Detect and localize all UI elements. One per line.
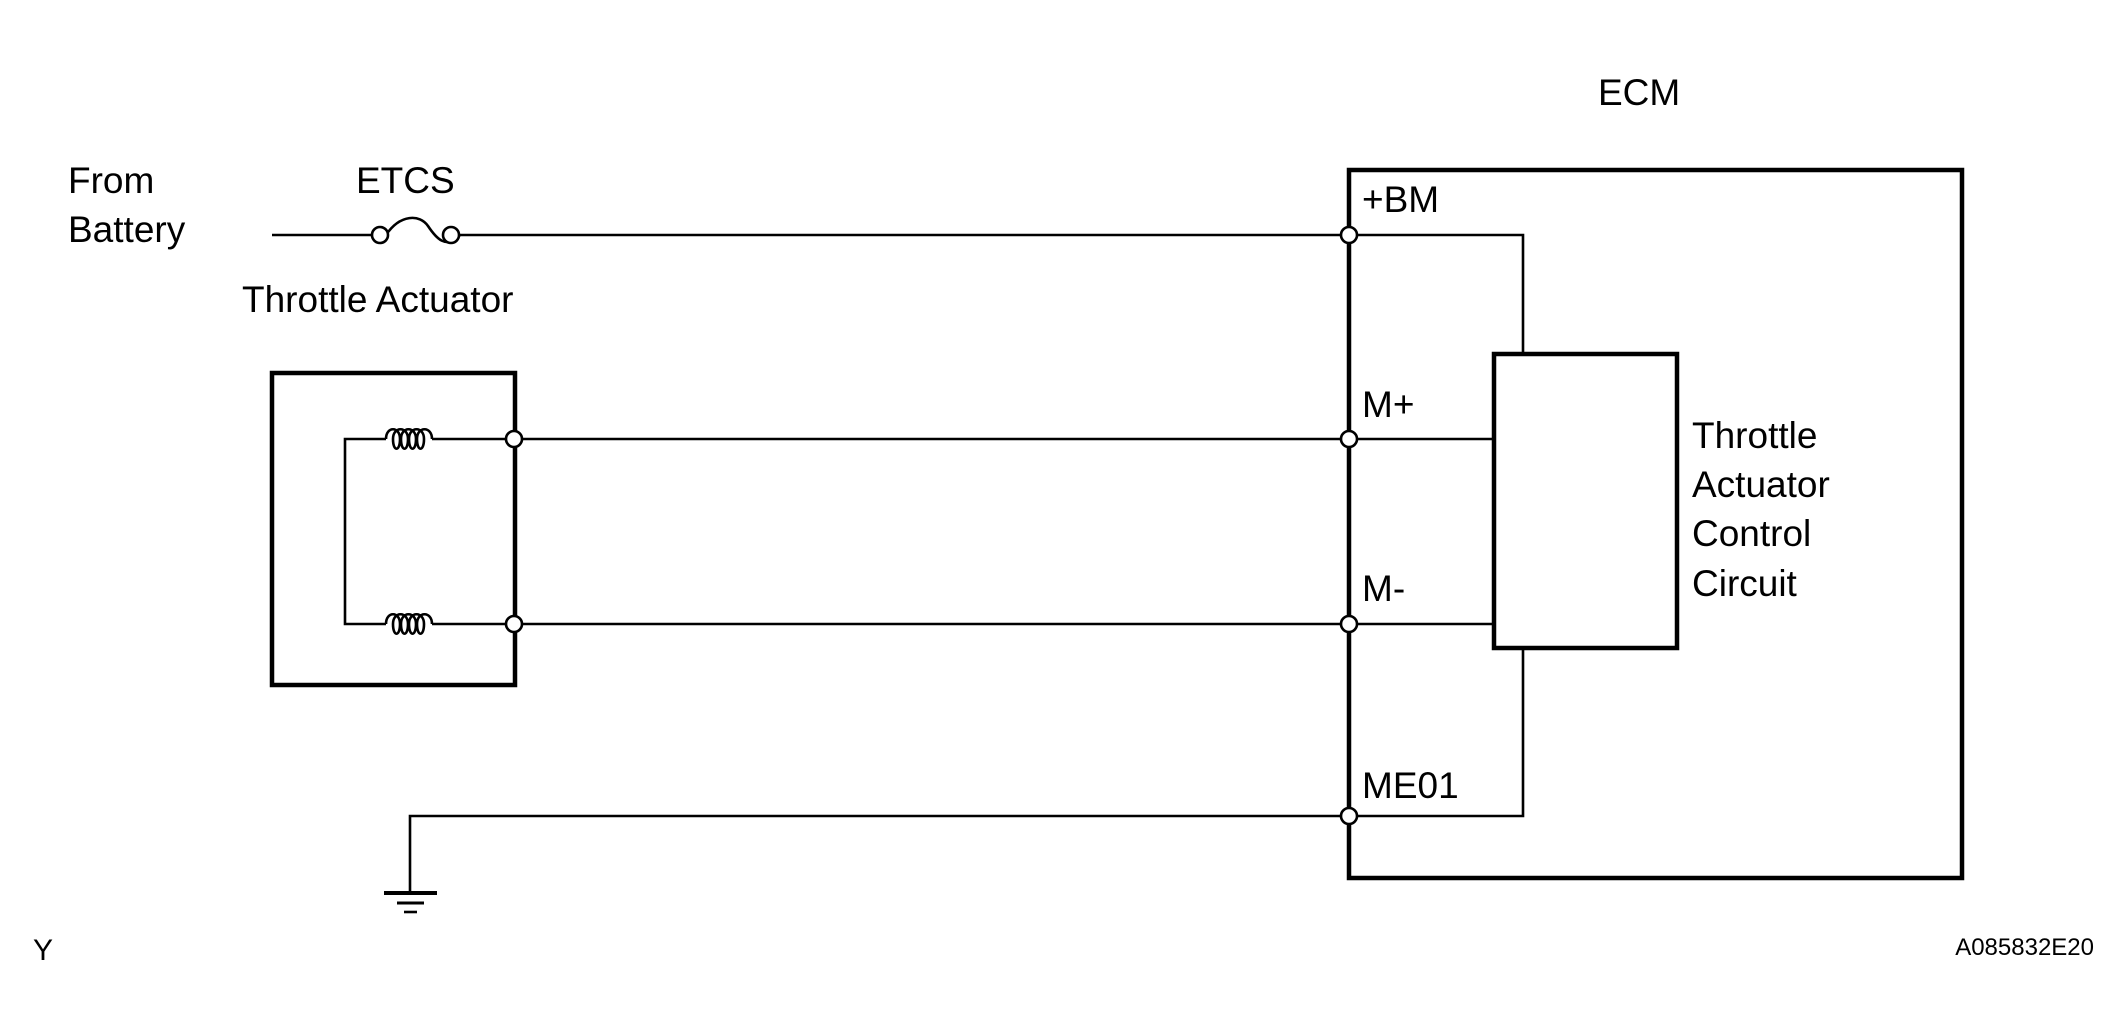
fuse-terminal-left — [372, 227, 388, 243]
control-circuit-label-line4: Circuit — [1692, 563, 1798, 604]
bm-internal-wire — [1357, 235, 1523, 354]
control-circuit-label-line3: Control — [1692, 513, 1811, 554]
control-circuit-box — [1494, 354, 1677, 648]
motor-coil-upper-icon — [386, 429, 432, 449]
terminal-me01-label: ME01 — [1362, 765, 1459, 806]
fuse-label: ETCS — [356, 160, 455, 201]
throttle-actuator-label: Throttle Actuator — [242, 279, 513, 320]
terminal-me01 — [1341, 808, 1357, 824]
figure-id: A085832E20 — [1955, 934, 2094, 961]
control-circuit-label-line2: Actuator — [1692, 464, 1830, 505]
terminal-m-plus-label: M+ — [1362, 384, 1414, 425]
terminal-bm — [1341, 227, 1357, 243]
terminal-bm-label: +BM — [1362, 179, 1439, 220]
ground-icon — [384, 893, 437, 912]
terminal-m-plus — [1341, 431, 1357, 447]
actuator-terminal-m-plus — [506, 431, 522, 447]
corner-letter: Y — [33, 934, 53, 967]
throttle-actuator-box — [272, 373, 515, 685]
control-circuit-label-line1: Throttle — [1692, 415, 1817, 456]
coil-link-wire — [345, 439, 386, 624]
from-battery-label-line2: Battery — [68, 209, 186, 250]
fuse-terminal-right — [443, 227, 459, 243]
terminal-m-minus — [1341, 616, 1357, 632]
terminal-m-minus-label: M- — [1362, 568, 1405, 609]
ground-wire — [410, 816, 1341, 893]
from-battery-label-line1: From — [68, 160, 154, 201]
motor-coil-lower-icon — [386, 614, 432, 634]
actuator-terminal-m-minus — [506, 616, 522, 632]
ecm-label: ECM — [1598, 72, 1680, 113]
